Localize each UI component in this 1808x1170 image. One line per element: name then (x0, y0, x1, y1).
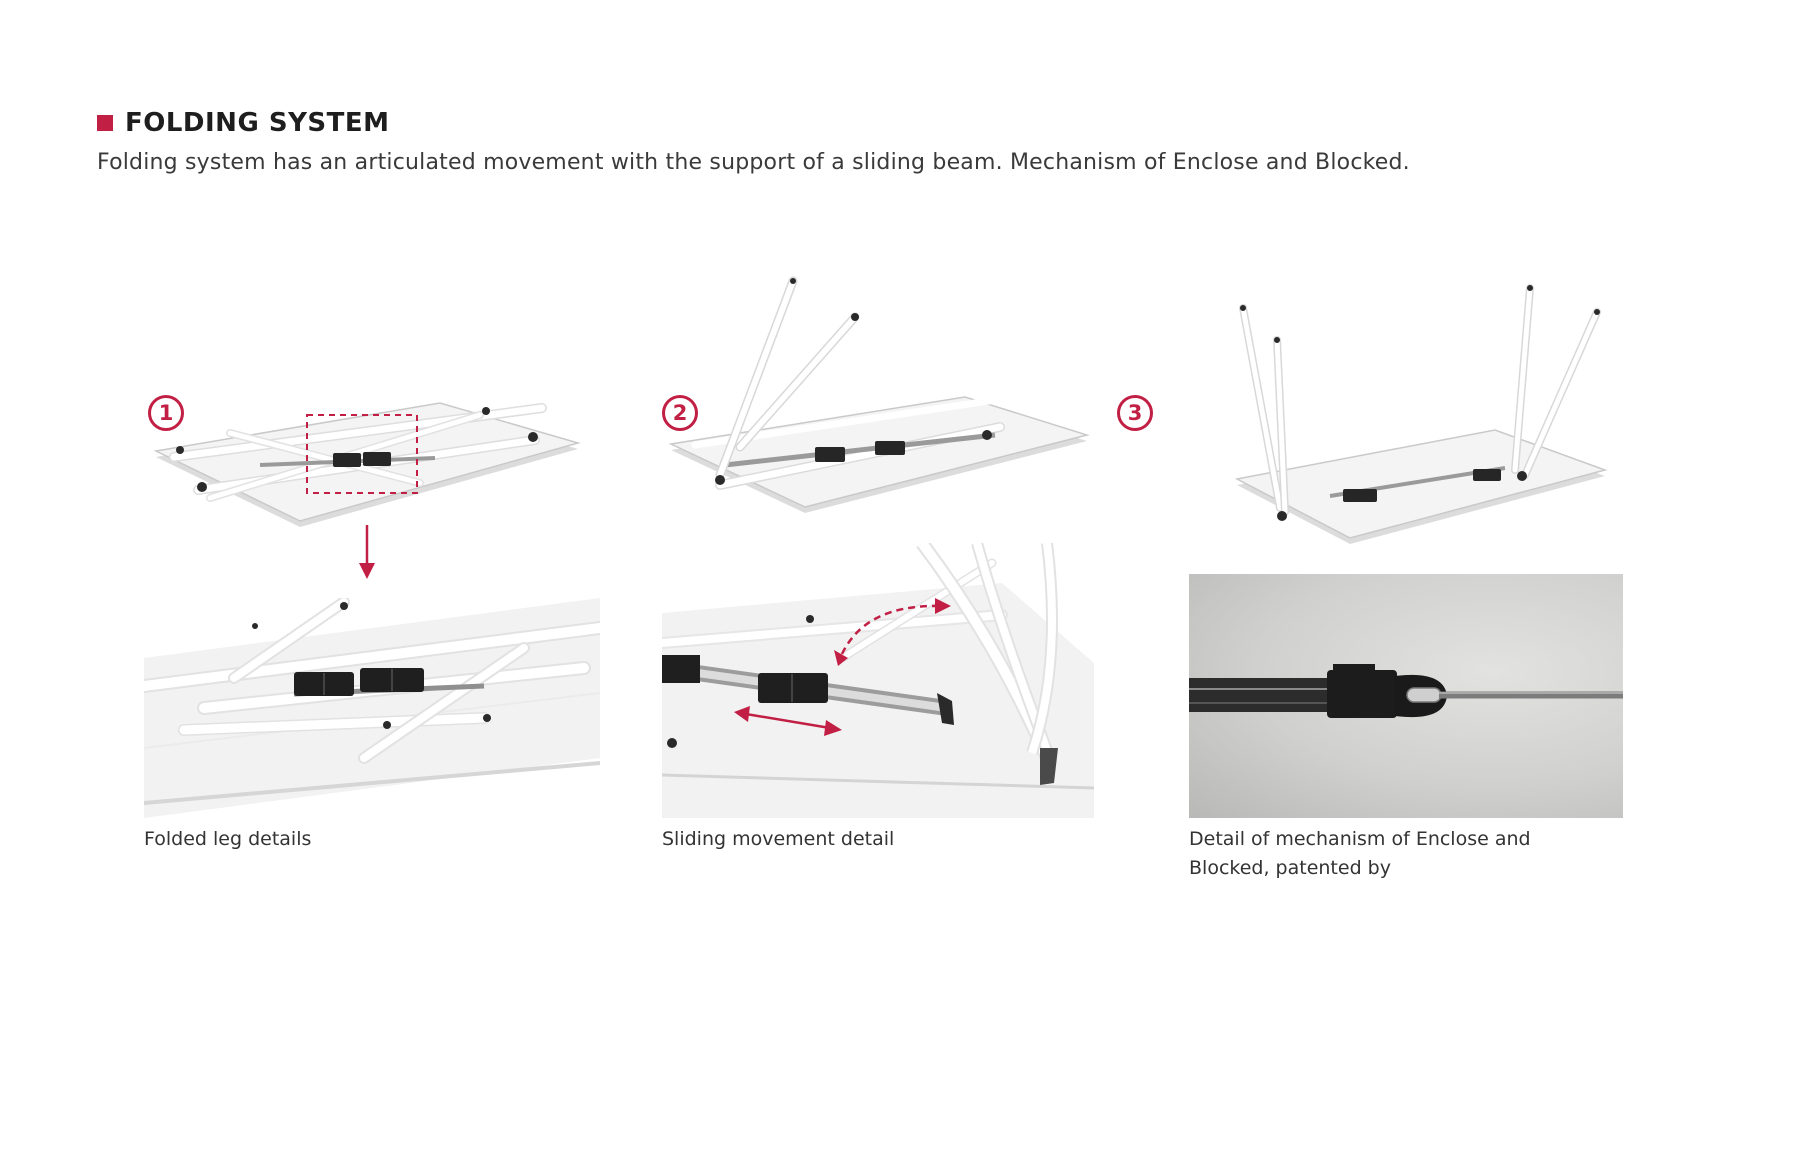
sliding-movement-detail-photo (662, 543, 1094, 818)
sliding-arrow-overlay (734, 598, 951, 736)
mechanism-caption-line-2: Blocked, patented by (1189, 857, 1391, 879)
step-badge-2: 2 (662, 395, 698, 431)
step-badge-3: 3 (1117, 395, 1153, 431)
step3-open-table-illustration (1234, 284, 1608, 544)
curved-dashed-arrow-icon (834, 598, 951, 666)
enclose-blocked-mechanism-photo (1189, 574, 1623, 818)
folded-leg-detail-photo (144, 598, 600, 818)
folded-leg-caption: Folded leg details (144, 828, 312, 850)
section-header: FOLDING SYSTEM (97, 108, 390, 138)
square-marker-icon (97, 115, 113, 131)
sliding-movement-caption: Sliding movement detail (662, 828, 895, 850)
double-arrow-icon (734, 706, 842, 736)
section-title: FOLDING SYSTEM (125, 108, 390, 138)
folded-leg-highlight-frame (306, 414, 418, 494)
mechanism-caption-line-1: Detail of mechanism of Enclose and (1189, 828, 1531, 850)
section-intro: Folding system has an articulated moveme… (97, 150, 1410, 175)
mechanism-caption: Detail of mechanism of Enclose and Block… (1189, 825, 1531, 883)
step1-folded-table-illustration (153, 402, 581, 527)
down-arrow-icon (359, 525, 375, 579)
step-badge-1: 1 (148, 395, 184, 431)
step2-unfolding-table-illustration (668, 276, 1090, 513)
